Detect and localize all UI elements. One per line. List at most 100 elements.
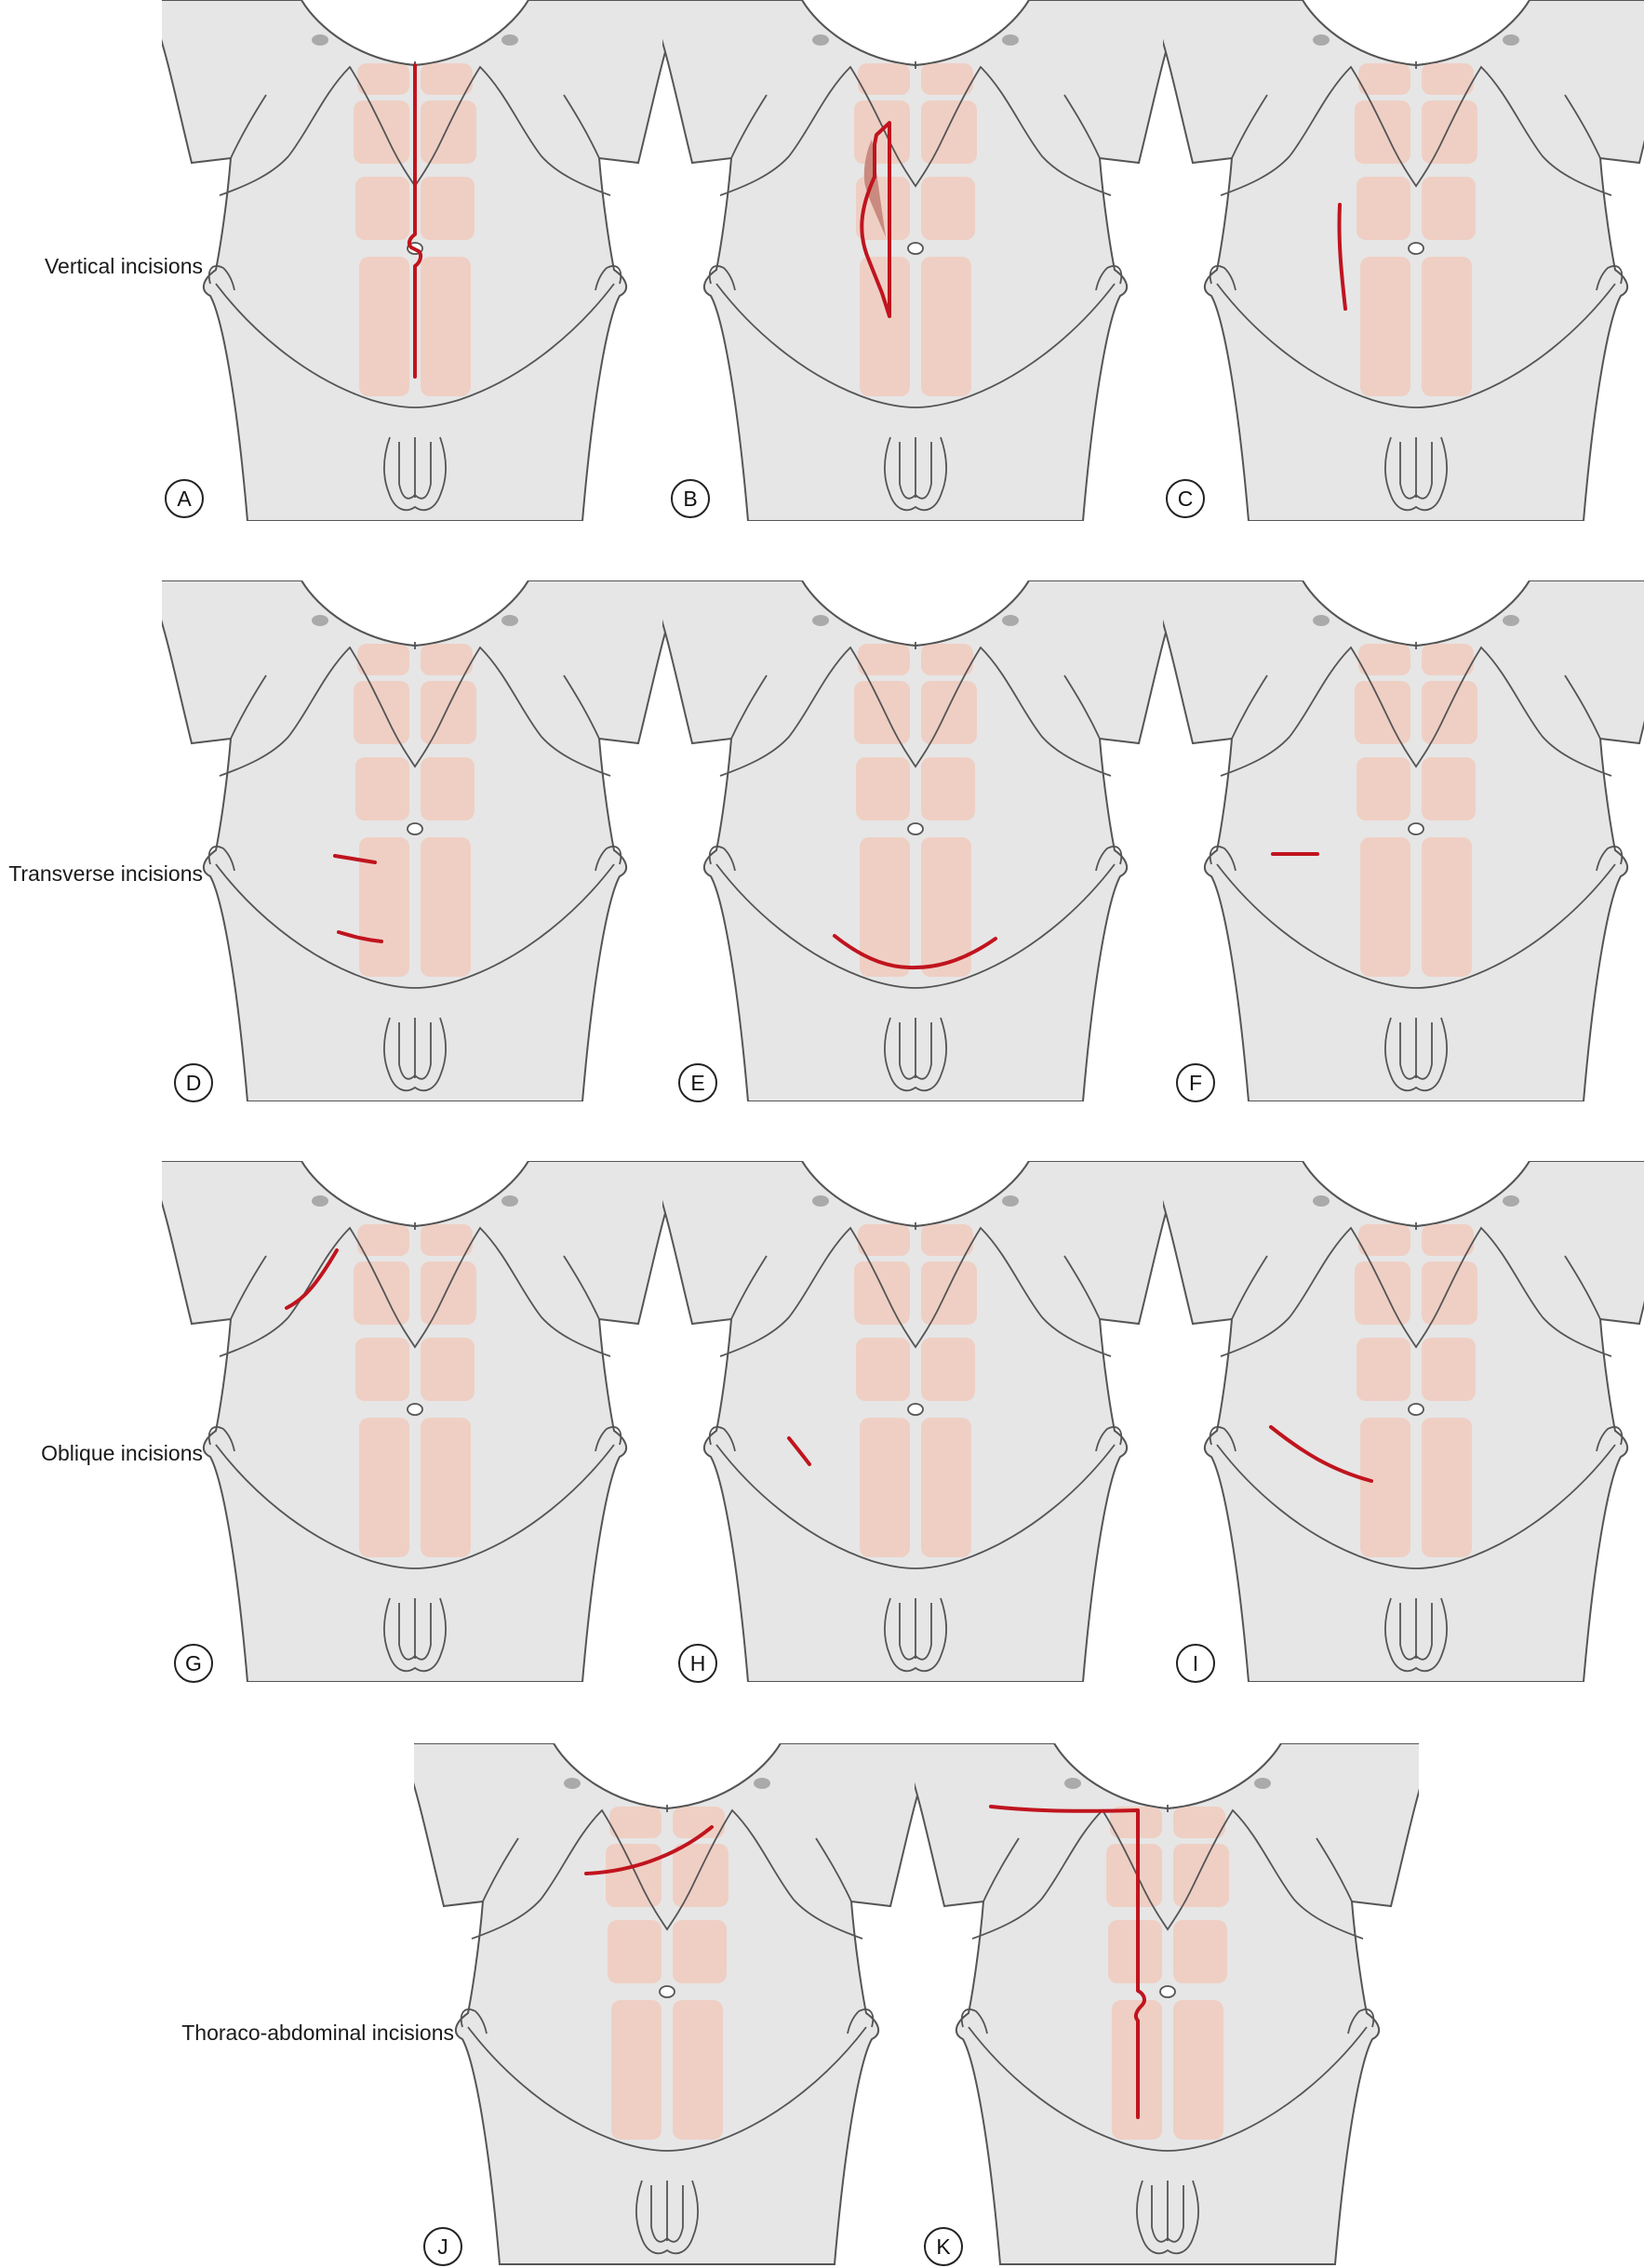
umbilicus <box>907 242 924 255</box>
left-axilla-line <box>482 1837 519 1902</box>
rectus-segment-3 <box>606 1844 662 1907</box>
rectus-segment-3 <box>1355 681 1410 744</box>
right-nipple <box>1002 34 1019 46</box>
torso-silhouette <box>662 0 1167 521</box>
panel-C <box>1163 0 1644 521</box>
left-axilla-line <box>1231 674 1268 740</box>
right-hip-notch <box>1095 846 1123 872</box>
rectus-segment-4 <box>1422 1261 1477 1325</box>
rectus-segment-1 <box>357 1224 409 1256</box>
panel-badge-H: H <box>678 1644 717 1683</box>
panel-badge-G: G <box>174 1644 213 1683</box>
panel-badge-F: F <box>1176 1063 1215 1102</box>
panel-badge-K: K <box>924 2227 963 2266</box>
panel-E <box>662 580 1167 1101</box>
right-hip-notch <box>1347 2008 1375 2035</box>
panel-F <box>1163 580 1644 1101</box>
rectus-segment-6 <box>921 1338 975 1401</box>
umbilicus <box>1159 1985 1176 1998</box>
right-nipple <box>1002 1195 1019 1207</box>
rectus-segment-1 <box>858 63 910 95</box>
panel-I <box>1163 1161 1644 1682</box>
umbilicus <box>907 1403 924 1416</box>
right-nipple <box>501 615 518 626</box>
right-axilla-line <box>1316 1837 1353 1902</box>
rectus-segment-6 <box>921 757 975 820</box>
rectus-segment-7 <box>611 2000 662 2140</box>
rectus-segment-8 <box>1422 837 1472 977</box>
row-label-thoraco-abdominal: Thoraco-abdominal incisions <box>181 2021 454 2045</box>
genital-outline <box>635 2180 700 2255</box>
rectus-segment-1 <box>357 644 409 675</box>
torso-silhouette <box>915 1743 1419 2265</box>
costal-margin <box>719 646 1112 777</box>
rectus-segment-8 <box>421 1418 471 1557</box>
right-upper-transverse-incision <box>333 854 377 864</box>
left-axilla-line <box>982 1837 1020 1902</box>
umbilicus <box>1408 1403 1424 1416</box>
inguinal-line <box>467 2026 867 2152</box>
rectus-segment-2 <box>1422 1224 1474 1256</box>
left-hip-notch <box>207 265 235 291</box>
inguinal-line <box>215 1444 615 1569</box>
genital-outline <box>382 1597 448 1673</box>
right-nipple <box>501 1195 518 1207</box>
rectus-segment-5 <box>1357 1338 1410 1401</box>
rectus-segment-1 <box>1358 63 1410 95</box>
panel-G <box>162 1161 666 1682</box>
inguinal-line <box>715 283 1116 408</box>
left-axilla-line <box>730 674 768 740</box>
torso-figure <box>162 0 666 521</box>
right-nipple <box>1254 1778 1271 1789</box>
panel-J <box>414 1743 918 2265</box>
panel-badge-D: D <box>174 1063 213 1102</box>
left-nipple <box>1313 34 1330 46</box>
right-nipple <box>1503 1195 1519 1207</box>
left-hip-notch <box>1209 265 1236 291</box>
inguinal-line <box>715 863 1116 989</box>
costal-margin <box>471 1808 863 1940</box>
rectus-segment-3 <box>354 681 409 744</box>
midline-incision <box>407 63 423 379</box>
rectus-segment-8 <box>673 2000 723 2140</box>
genital-outline <box>382 436 448 512</box>
right-nipple <box>1002 615 1019 626</box>
costal-margin <box>719 65 1112 196</box>
panel-badge-A: A <box>165 479 204 518</box>
pararectus-incision <box>1337 203 1347 311</box>
rectus-segment-8 <box>921 837 971 977</box>
left-nipple <box>812 1195 829 1207</box>
inguinal-line <box>968 2026 1368 2152</box>
right-axilla-line <box>1564 674 1601 740</box>
left-axilla-line <box>730 1255 768 1320</box>
left-nipple <box>1313 1195 1330 1207</box>
rectus-segment-8 <box>421 257 471 396</box>
rectus-segment-5 <box>856 757 910 820</box>
genital-outline <box>1383 436 1449 512</box>
left-hip-notch <box>1209 1426 1236 1452</box>
genital-outline <box>1135 2180 1200 2255</box>
thoraco-abdominal-oblique-incision <box>584 1825 714 1875</box>
rectus-segment-2 <box>421 63 473 95</box>
rectus-segment-5 <box>608 1920 662 1983</box>
right-axilla-line <box>563 1255 600 1320</box>
left-nipple <box>564 1778 581 1789</box>
rectus-segment-2 <box>921 644 973 675</box>
row-label-oblique: Oblique incisions <box>41 1441 203 1465</box>
paramedian-incision <box>860 121 891 318</box>
left-axilla-line <box>730 94 768 159</box>
costal-margin <box>719 1226 1112 1357</box>
torso-figure <box>1163 0 1644 521</box>
rectus-segment-1 <box>858 1224 910 1256</box>
rectus-segment-2 <box>1422 644 1474 675</box>
genital-outline <box>883 1017 948 1092</box>
rectus-segment-6 <box>421 1338 474 1401</box>
rectus-segment-4 <box>921 1261 977 1325</box>
thoraco-abdominal-vertical-incision <box>989 1805 1146 2119</box>
inguinal-line <box>1216 1444 1616 1569</box>
torso-figure <box>662 1161 1167 1682</box>
genital-outline <box>382 1017 448 1092</box>
rectus-segment-7 <box>860 1418 910 1557</box>
left-nipple <box>812 615 829 626</box>
left-hip-notch <box>207 1426 235 1452</box>
